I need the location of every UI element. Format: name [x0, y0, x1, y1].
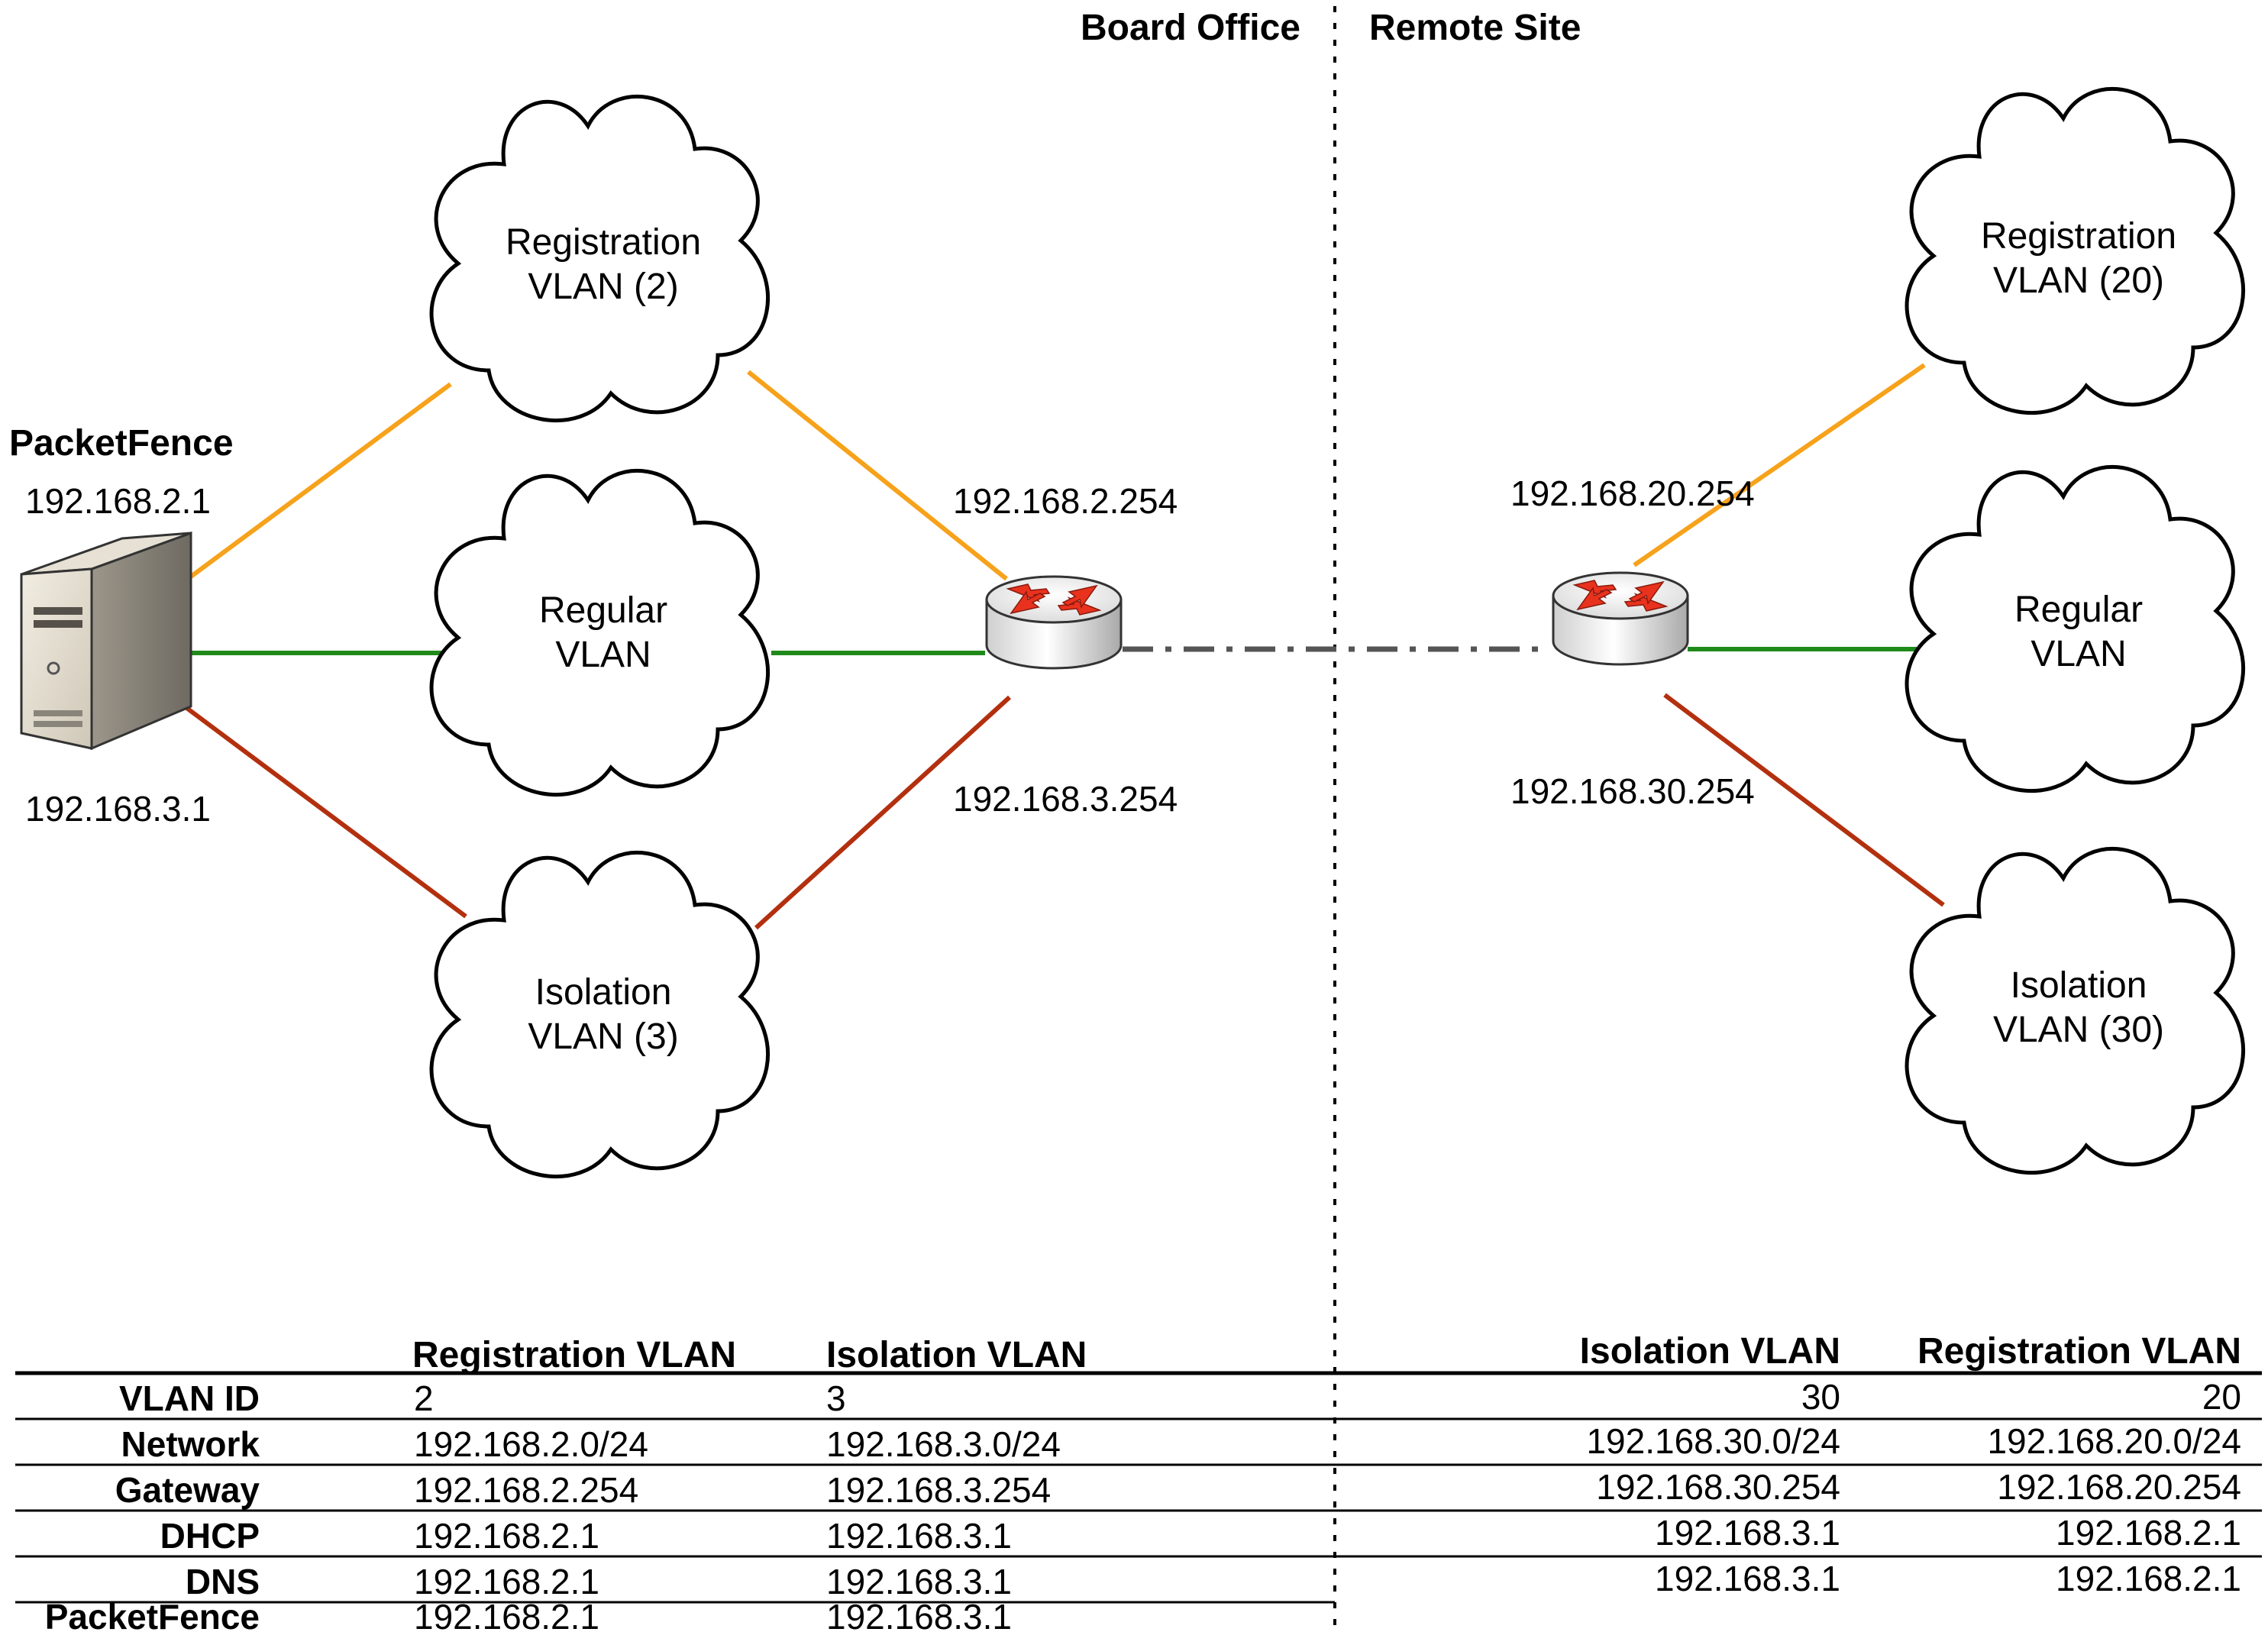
table-cell: 192.168.3.1 [1655, 1513, 1840, 1553]
table-cell: 192.168.3.254 [826, 1470, 1051, 1510]
table-cell: 192.168.2.1 [2056, 1559, 2241, 1598]
table-cell: 30 [1801, 1377, 1840, 1417]
board-router-ip-isolation: 192.168.3.254 [953, 779, 1178, 819]
link-remote-registration [1633, 363, 1926, 567]
row-label: PacketFence [45, 1597, 260, 1632]
row-label: DHCP [160, 1516, 260, 1556]
packetfence-server-icon [20, 531, 192, 751]
table-cell: 192.168.3.1 [826, 1516, 1012, 1556]
table-cell: 192.168.2.1 [414, 1597, 599, 1632]
table-cell: 192.168.3.1 [1655, 1559, 1840, 1598]
table-cell: 20 [2202, 1377, 2241, 1417]
table-cell: 192.168.3.1 [826, 1562, 1012, 1601]
table-cell: 192.168.30.254 [1596, 1467, 1840, 1507]
remote-router-ip-registration: 192.168.20.254 [1510, 473, 1755, 513]
link-server-isolation [178, 700, 467, 919]
cloud-regular-vlan-remote: Regular VLAN [1907, 467, 2243, 790]
link-registration-router [747, 370, 1008, 581]
table-header: Isolation VLAN [826, 1335, 1087, 1375]
cloud-isolation-vlan-30: Isolation VLAN (30) [1907, 848, 2243, 1172]
cloud-label-line1: Regular [539, 590, 667, 631]
link-server-registration [189, 382, 452, 579]
table-cell: 192.168.2.0/24 [414, 1424, 648, 1464]
row-label: VLAN ID [119, 1378, 260, 1418]
table-cell: 192.168.2.1 [414, 1516, 599, 1556]
cloud-label-line1: Registration [506, 222, 701, 263]
remote-vlan-table: Isolation VLAN Registration VLAN 30 20 1… [1335, 1331, 2262, 1598]
cloud-label-line2: VLAN (2) [528, 267, 678, 307]
remote-site-title: Remote Site [1369, 8, 1581, 48]
board-router-ip-registration: 192.168.2.254 [953, 481, 1178, 521]
cloud-label-line2: VLAN (20) [1993, 260, 2164, 301]
cloud-label-line2: VLAN [2031, 634, 2126, 674]
table-header: Isolation VLAN [1580, 1331, 1840, 1372]
remote-router-icon [1552, 571, 1689, 666]
table-cell: 192.168.3.0/24 [826, 1424, 1061, 1464]
table-cell: 2 [414, 1378, 434, 1418]
table-cell: 192.168.3.1 [826, 1597, 1012, 1632]
cloud-regular-vlan: Regular VLAN [431, 470, 767, 794]
cloud-label-line1: Isolation [535, 972, 672, 1013]
cloud-isolation-vlan-3: Isolation VLAN (3) [431, 852, 767, 1176]
table-cell: 3 [826, 1378, 846, 1418]
board-links [178, 370, 1012, 930]
cloud-label-line2: VLAN (3) [528, 1016, 678, 1057]
table-cell: 192.168.30.0/24 [1586, 1421, 1840, 1461]
board-office-title: Board Office [1081, 8, 1300, 48]
packetfence-ip-registration: 192.168.2.1 [25, 481, 211, 521]
table-cell: 192.168.20.254 [1997, 1467, 2241, 1507]
cloud-label-line1: Regular [2014, 590, 2143, 630]
table-header: Registration VLAN [412, 1335, 736, 1375]
remote-links [1633, 363, 1945, 907]
table-header: Registration VLAN [1917, 1331, 2241, 1372]
board-vlan-table: Registration VLAN Isolation VLAN VLAN ID… [15, 1335, 1335, 1632]
cloud-registration-vlan-20: Registration VLAN (20) [1907, 89, 2243, 412]
cloud-label-line2: VLAN (30) [1993, 1010, 2164, 1050]
cloud-registration-vlan-2: Registration VLAN (2) [431, 96, 767, 420]
board-router-icon [985, 575, 1123, 670]
packetfence-ip-isolation: 192.168.3.1 [25, 789, 211, 829]
cloud-label-line1: Isolation [2011, 965, 2147, 1006]
table-cell: 192.168.2.254 [414, 1470, 638, 1510]
link-isolation-router [754, 695, 1012, 930]
table-cell: 192.168.20.0/24 [1987, 1421, 2241, 1461]
packetfence-title: PacketFence [9, 423, 234, 464]
table-cell: 192.168.2.1 [2056, 1513, 2241, 1553]
remote-router-ip-isolation: 192.168.30.254 [1510, 771, 1755, 811]
link-remote-isolation [1663, 693, 1945, 907]
row-label: Gateway [115, 1470, 260, 1510]
table-cell: 192.168.2.1 [414, 1562, 599, 1601]
row-label: Network [121, 1424, 260, 1464]
cloud-label-line2: VLAN [555, 635, 651, 675]
row-label: DNS [186, 1562, 260, 1601]
cloud-label-line1: Registration [1981, 216, 2176, 257]
